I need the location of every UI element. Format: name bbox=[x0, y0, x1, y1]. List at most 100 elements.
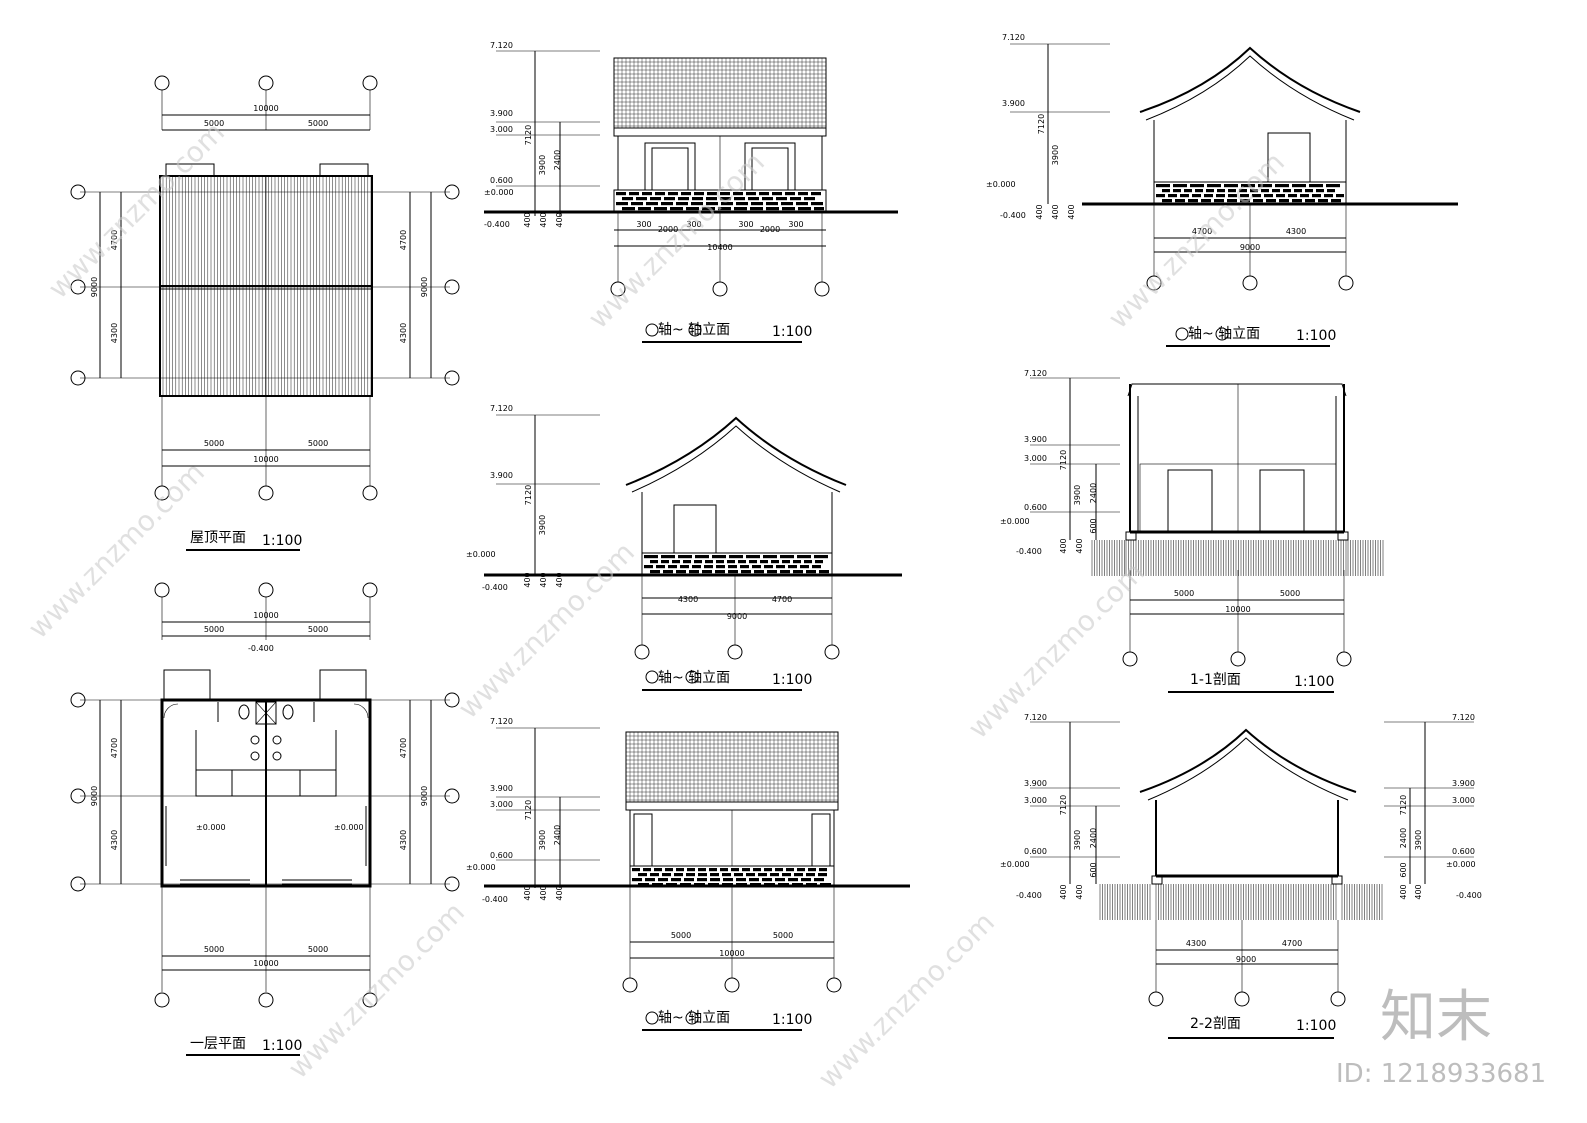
stone-block bbox=[1204, 194, 1213, 198]
stone-block bbox=[763, 555, 777, 559]
level-neg400: -0.400 bbox=[482, 895, 508, 904]
watermark-text: www.znzmo.com bbox=[22, 456, 211, 645]
stone-block bbox=[741, 570, 751, 574]
dim-w-a: 4700 bbox=[110, 230, 119, 250]
level-7120: 7.120 bbox=[490, 404, 513, 413]
stone-block bbox=[681, 192, 691, 196]
watermark-text: www.znzmo.com bbox=[582, 146, 771, 335]
dim-half: 5000 bbox=[671, 931, 691, 940]
stone-block bbox=[692, 565, 701, 569]
level-3900: 3.900 bbox=[490, 784, 513, 793]
floor-plan-title: 一层平面 bbox=[190, 1036, 246, 1052]
stone-block bbox=[676, 570, 686, 574]
level-7120: 7.120 bbox=[1024, 713, 1047, 722]
dim-w-a: 4700 bbox=[399, 738, 408, 758]
stone-block bbox=[658, 878, 668, 882]
watermark-text: www.znzmo.com bbox=[812, 906, 1001, 1095]
stone-block bbox=[766, 207, 779, 211]
dim-h400: 400 bbox=[523, 212, 532, 227]
stone-block bbox=[793, 560, 801, 564]
dim-h600: 600 bbox=[1089, 518, 1098, 533]
watermark-text: www.znzmo.com bbox=[282, 896, 471, 1085]
side-b-scale: 1:100 bbox=[1296, 328, 1336, 344]
dim-w-b: 4300 bbox=[399, 830, 408, 850]
stone-block bbox=[632, 868, 640, 872]
stone-block bbox=[716, 560, 724, 564]
dim-h3900: 3900 bbox=[1051, 145, 1060, 165]
dim-total: 10000 bbox=[253, 611, 278, 620]
stone-block bbox=[1276, 194, 1285, 198]
section-1-1: 7.120 3.900 3.000 0.600 ±0.000 -0.400 71… bbox=[1000, 369, 1384, 693]
front-elev-title: 轴~ 轴立面 bbox=[658, 322, 730, 338]
stone-block bbox=[686, 207, 699, 211]
section-2-ground-hatch bbox=[1099, 884, 1383, 920]
stone-block bbox=[736, 878, 746, 882]
level-600: 0.600 bbox=[1024, 503, 1047, 512]
stone-block bbox=[751, 202, 763, 206]
stone-block bbox=[804, 560, 812, 564]
stone-block bbox=[1324, 194, 1333, 198]
stone-block bbox=[1190, 184, 1204, 188]
front-roof-tiles bbox=[613, 57, 827, 128]
stone-block bbox=[814, 207, 824, 211]
stone-block bbox=[705, 560, 713, 564]
stone-block bbox=[740, 565, 749, 569]
section-2-scale: 1:100 bbox=[1296, 1018, 1336, 1034]
stone-block bbox=[1156, 194, 1165, 198]
stone-block bbox=[1300, 194, 1309, 198]
dim-bay: 2000 bbox=[658, 225, 678, 234]
stone-block bbox=[759, 192, 769, 196]
stone-block bbox=[1156, 184, 1170, 188]
stone-block bbox=[762, 878, 772, 882]
watermark-text: www.znzmo.com bbox=[1102, 146, 1291, 335]
level-neg400: -0.400 bbox=[1000, 211, 1026, 220]
level-neg400-right: -0.400 bbox=[1456, 891, 1482, 900]
stone-block bbox=[766, 202, 778, 206]
stone-block bbox=[1224, 184, 1238, 188]
dim-h3900: 3900 bbox=[1073, 485, 1082, 505]
stone-block bbox=[650, 560, 658, 564]
dim-w-a: 4700 bbox=[1192, 227, 1212, 236]
stone-block bbox=[722, 873, 731, 877]
stone-block bbox=[1180, 194, 1189, 198]
stone-block bbox=[1241, 184, 1255, 188]
dim-w-b: 4300 bbox=[399, 323, 408, 343]
floor-plan: 10000 5000 5000 -0.400 ±0.000 ±0.000 bbox=[70, 582, 460, 1056]
stone-block bbox=[622, 197, 633, 201]
dim-half: 5000 bbox=[308, 119, 328, 128]
dim-half: 5000 bbox=[204, 439, 224, 448]
dim-h7120: 7120 bbox=[1059, 450, 1068, 470]
stone-block bbox=[746, 555, 760, 559]
stone-block bbox=[665, 868, 673, 872]
stone-block bbox=[689, 570, 699, 574]
stone-block bbox=[1175, 199, 1185, 203]
stone-block bbox=[749, 878, 759, 882]
stone-block bbox=[1292, 199, 1302, 203]
stone-block bbox=[661, 560, 669, 564]
stone-block bbox=[1228, 189, 1236, 193]
stone-block bbox=[1201, 199, 1211, 203]
stone-block bbox=[1336, 194, 1344, 198]
stone-block bbox=[1173, 184, 1187, 188]
stone-block bbox=[645, 878, 655, 882]
dim-h400: 400 bbox=[523, 572, 532, 587]
stone-block bbox=[1168, 194, 1177, 198]
stone-block bbox=[695, 555, 709, 559]
side-elevation-b: 7.120 3.900 ±0.000 -0.400 7120 3900 400 … bbox=[986, 33, 1458, 347]
dim-h7120: 7120 bbox=[1059, 795, 1068, 815]
dim-pier: 300 bbox=[788, 220, 803, 229]
stone-block bbox=[770, 873, 779, 877]
stone-block bbox=[762, 197, 773, 201]
stone-block bbox=[706, 202, 718, 206]
level-600: 0.600 bbox=[490, 176, 513, 185]
stone-block bbox=[629, 192, 639, 196]
level-floor-left: ±0.000 bbox=[196, 823, 226, 832]
level-600: 0.600 bbox=[1024, 847, 1047, 856]
dim-h400: 400 bbox=[1075, 538, 1084, 553]
stone-block bbox=[710, 878, 720, 882]
level-3000: 3.000 bbox=[490, 800, 513, 809]
stone-block bbox=[716, 565, 725, 569]
front-elevation: 7.120 3.900 3.000 0.600 ±0.000 -0.400 71… bbox=[484, 41, 898, 343]
stone-block bbox=[631, 202, 643, 206]
stone-block bbox=[786, 868, 794, 872]
